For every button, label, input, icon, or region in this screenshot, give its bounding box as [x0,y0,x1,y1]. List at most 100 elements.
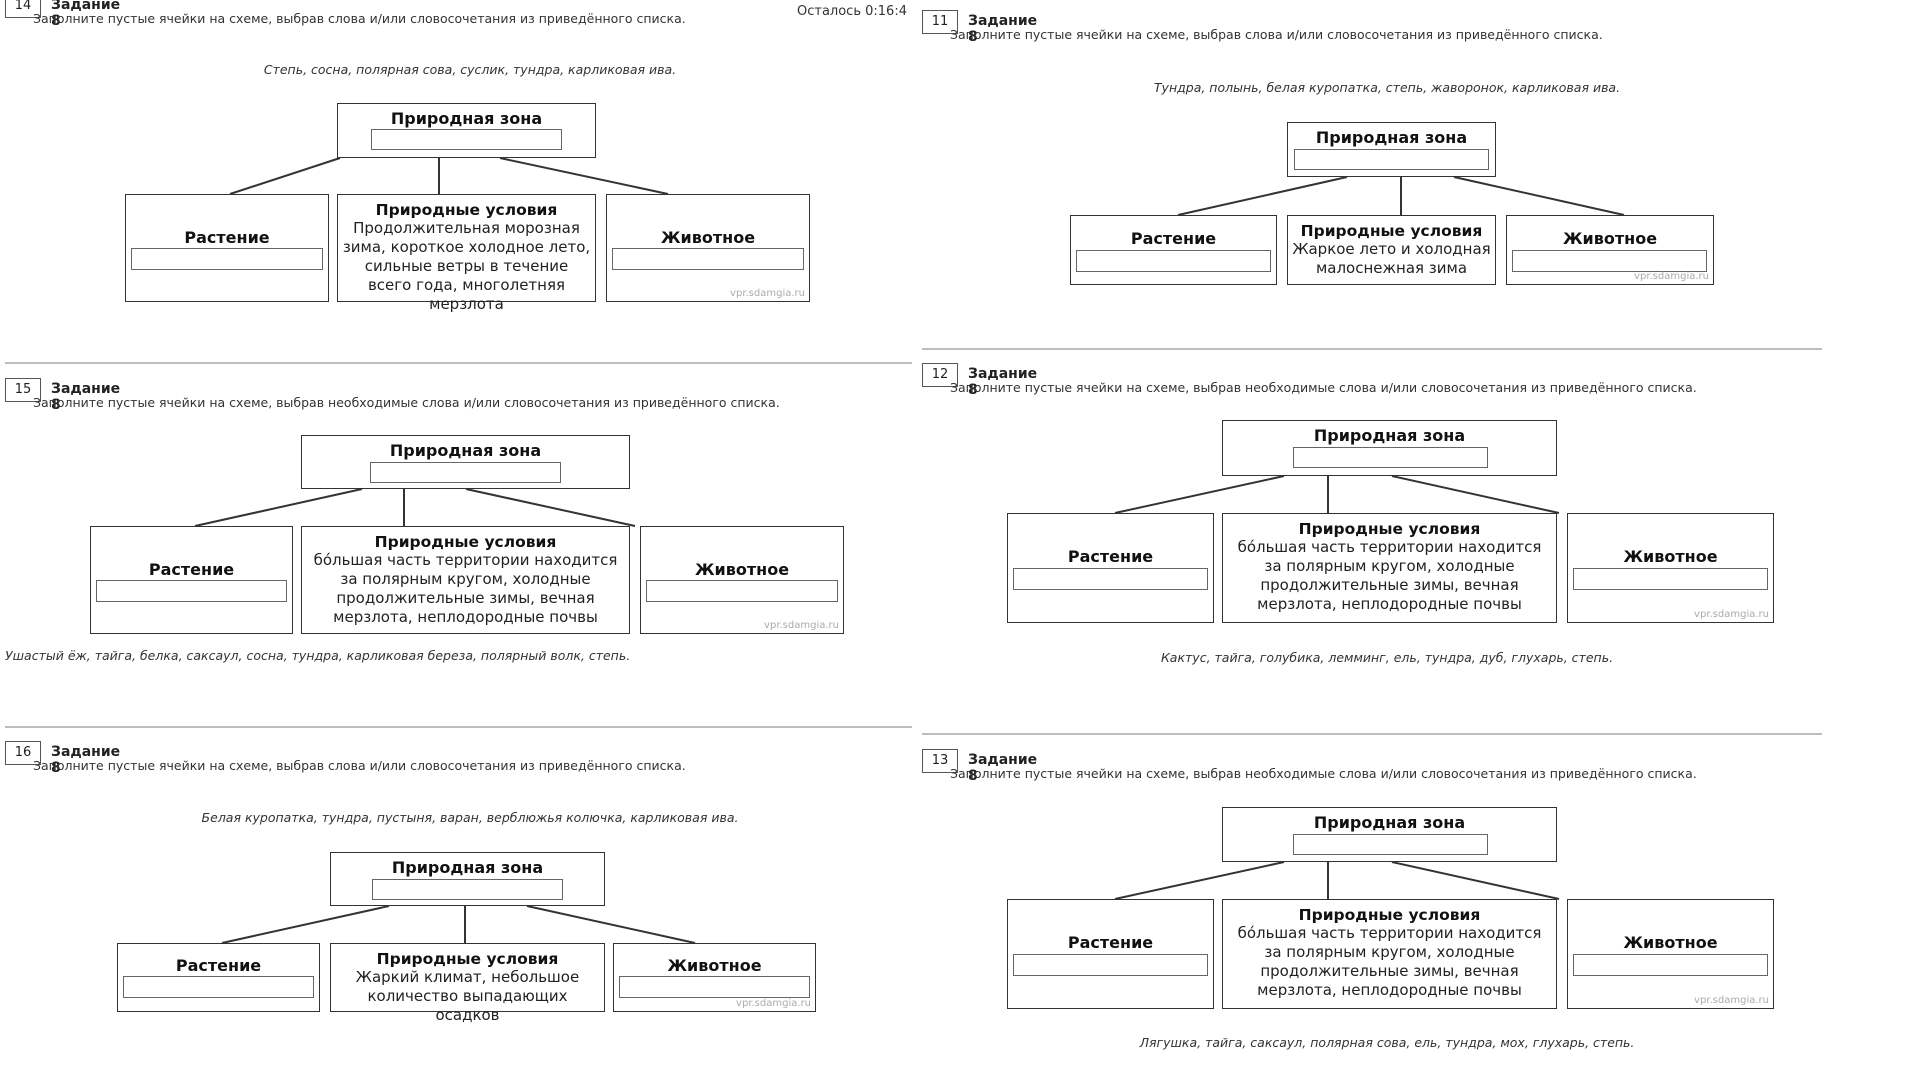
conditions-box: Природные условия бóльшая часть территор… [301,526,630,634]
zone-input[interactable] [1294,149,1489,170]
task-number: 13 [922,749,958,773]
conditions-label: Природные условия [1300,222,1483,240]
task-title: Задание 8 [968,752,1038,784]
task-title: Задание 8 [51,381,121,413]
plant-label: Растение [184,228,270,247]
zone-box: Природная зона [1222,807,1557,862]
animal-input[interactable] [1512,250,1707,272]
connector-lines [1114,475,1560,514]
task-title: Задание 8 [51,744,121,776]
animal-input[interactable] [646,580,838,602]
plant-box: Растение [1007,513,1214,623]
plant-input[interactable] [131,248,323,270]
diagram: Природная зона Растение Природные услови… [125,103,810,313]
animal-input[interactable] [1573,568,1768,590]
zone-label: Природная зона [1313,813,1466,832]
watermark: vpr.sdamgia.ru [1694,609,1769,620]
word-list: Кактус, тайга, голубика, лемминг, ель, т… [1160,650,1614,665]
plant-box: Растение [90,526,293,634]
plant-box: Растение [125,194,329,302]
conditions-text: бóльшая часть территории находится за по… [313,551,618,626]
zone-input[interactable] [372,879,563,900]
plant-label: Растение [1067,547,1154,566]
conditions-box: Природные условия Жаркое лето и холодная… [1287,215,1496,285]
divider [5,726,912,728]
word-list: Ушастый ёж, тайга, белка, саксаул, сосна… [5,648,631,663]
zone-input[interactable] [371,129,562,150]
animal-box: Животное vpr.sdamgia.ru [1567,899,1774,1009]
connector-lines [194,488,636,527]
plant-input[interactable] [1013,568,1208,590]
diagram: Природная зона Растение Природные услови… [1070,122,1715,287]
diagram: Природная зона Растение Природные услови… [90,435,845,635]
plant-input[interactable] [96,580,287,602]
diagram: Природная зона Растение Природные услови… [1007,420,1782,625]
divider [922,733,1822,735]
plant-input[interactable] [123,976,314,998]
task-title: Задание 8 [968,366,1038,398]
plant-label: Растение [175,956,262,975]
plant-input[interactable] [1076,250,1271,272]
animal-label: Животное [1623,933,1718,952]
zone-label: Природная зона [390,109,543,128]
animal-label: Животное [667,956,762,975]
task-number: 11 [922,10,958,34]
diagram: Природная зона Растение Природные услови… [117,852,817,1024]
zone-label: Природная зона [1315,128,1468,147]
watermark: vpr.sdamgia.ru [1694,995,1769,1006]
watermark: vpr.sdamgia.ru [1634,271,1709,282]
plant-box: Растение [117,943,320,1012]
watermark: vpr.sdamgia.ru [764,620,839,631]
timer: Осталось 0:16:4 [797,4,907,19]
plant-box: Растение [1007,899,1214,1009]
conditions-label: Природные условия [375,201,558,219]
watermark: vpr.sdamgia.ru [730,288,805,299]
zone-label: Природная зона [1313,426,1466,445]
divider [5,362,912,364]
task-instruction: Заполните пустые ячейки на схеме, выбрав… [950,380,1697,395]
task-title: Задание 8 [51,0,121,29]
conditions-text: бóльшая часть территории находится за по… [1237,538,1542,613]
conditions-text: бóльшая часть территории находится за по… [1237,924,1542,999]
diagram: Природная зона Растение Природные услови… [1007,807,1782,1012]
connector-lines [221,905,696,944]
animal-label: Животное [660,228,756,247]
connector-lines [229,157,669,195]
animal-input[interactable] [1573,954,1768,976]
plant-label: Растение [1130,229,1217,248]
zone-label: Природная зона [389,441,542,460]
task-number: 15 [5,378,41,402]
zone-input[interactable] [370,462,561,483]
task-number: 14 [5,0,41,18]
plant-input[interactable] [1013,954,1208,976]
zone-box: Природная зона [337,103,596,158]
connector-lines [1114,861,1560,900]
task-instruction: Заполните пустые ячейки на схеме, выбрав… [33,758,686,773]
conditions-label: Природные условия [1298,906,1481,924]
zone-label: Природная зона [391,858,544,877]
animal-box: Животное vpr.sdamgia.ru [613,943,816,1012]
conditions-label: Природные условия [374,533,557,551]
task-instruction: Заполните пустые ячейки на схеме, выбрав… [33,395,780,410]
zone-input[interactable] [1293,834,1488,855]
task-title: Задание 8 [968,13,1038,45]
animal-label: Животное [1623,547,1718,566]
plant-box: Растение [1070,215,1277,285]
zone-box: Природная зона [1287,122,1496,177]
conditions-box: Природные условия бóльшая часть территор… [1222,899,1557,1009]
animal-box: Животное vpr.sdamgia.ru [640,526,844,634]
connector-lines [1177,176,1625,216]
plant-label: Растение [148,560,235,579]
plant-label: Растение [1067,933,1154,952]
zone-input[interactable] [1293,447,1488,468]
conditions-text: Жаркое лето и холодная малоснежная зима [1292,240,1491,277]
zone-box: Природная зона [330,852,605,906]
animal-input[interactable] [612,248,804,270]
watermark: vpr.sdamgia.ru [736,998,811,1009]
task-instruction: Заполните пустые ячейки на схеме, выбрав… [33,11,686,26]
animal-box: Животное vpr.sdamgia.ru [606,194,810,302]
animal-input[interactable] [619,976,810,998]
word-list: Степь, сосна, полярная сова, суслик, тун… [263,62,677,77]
task-instruction: Заполните пустые ячейки на схеме, выбрав… [950,27,1603,42]
word-list: Тундра, полынь, белая куропатка, степь, … [1153,80,1621,95]
